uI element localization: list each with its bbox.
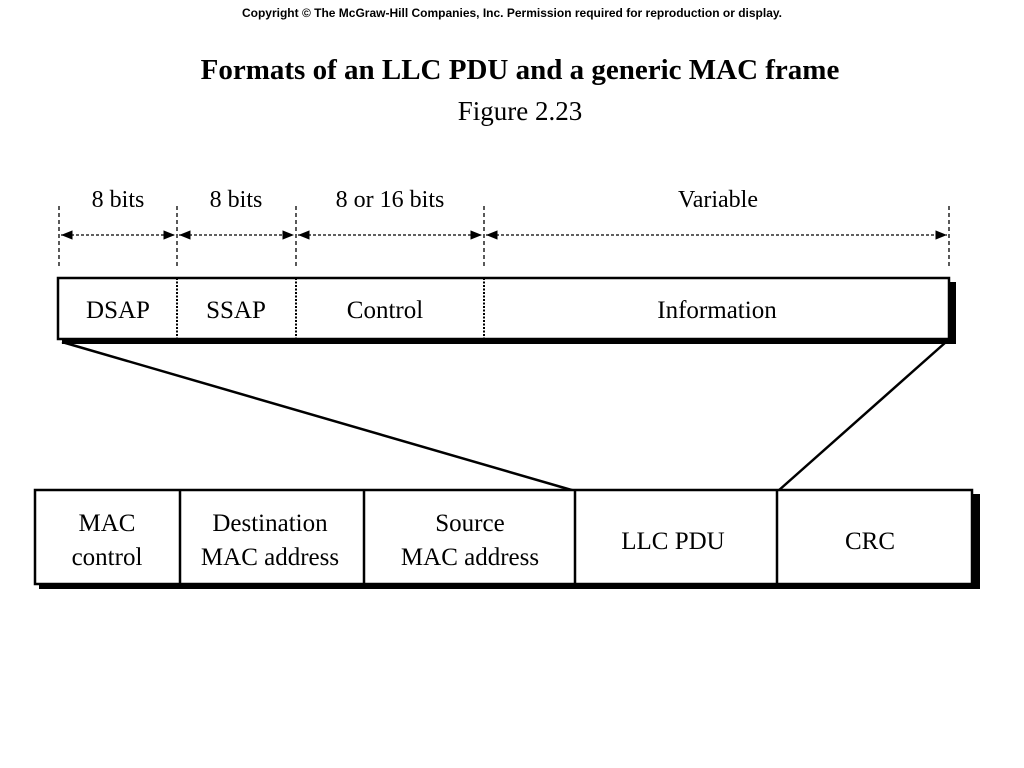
field-information: Information — [657, 297, 777, 324]
mac-frame-outline — [33, 488, 974, 586]
field-dsap: DSAP — [86, 297, 150, 324]
field-mac-control-line1: MAC — [79, 510, 136, 537]
mapping-line-right — [777, 341, 947, 492]
llc-pdu-outline — [56, 276, 951, 341]
field-control: Control — [347, 297, 423, 324]
field-ssap: SSAP — [206, 297, 266, 324]
field-llc-pdu: LLC PDU — [621, 528, 724, 555]
mapping-lines — [61, 340, 947, 493]
field-destination-line2: MAC address — [201, 544, 339, 571]
figure-title: Formats of an LLC PDU and a generic MAC … — [200, 54, 840, 86]
field-mac-control-line2: control — [72, 544, 143, 571]
field-crc: CRC — [845, 528, 895, 555]
field-source-line1: Source — [435, 510, 504, 537]
width-label-ssap: 8 bits — [210, 187, 263, 213]
width-label-control: 8 or 16 bits — [336, 187, 445, 213]
width-label-dsap: 8 bits — [92, 187, 145, 213]
width-label-information: Variable — [678, 187, 758, 213]
copyright-notice: Copyright © The McGraw-Hill Companies, I… — [241, 6, 783, 20]
mapping-line-left — [61, 340, 576, 493]
field-destination-line1: Destination — [212, 510, 328, 537]
field-source-line2: MAC address — [401, 544, 539, 571]
width-extension-lines — [58, 206, 950, 268]
llc-pdu-box: DSAP SSAP Control Information — [56, 276, 956, 344]
mac-frame-box: MAC control Destination MAC address Sour… — [33, 488, 980, 589]
figure-number: Figure 2.23 — [457, 96, 583, 126]
